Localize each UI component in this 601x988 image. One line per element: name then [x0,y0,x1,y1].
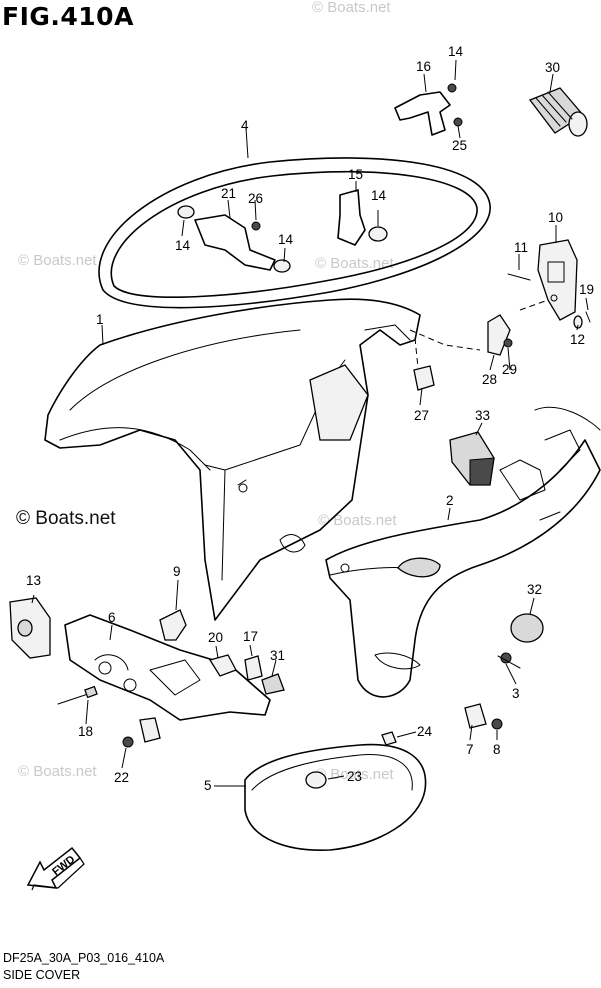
assembly-lines [409,299,549,369]
figure-name: SIDE COVER [3,968,81,982]
figure-title: FIG.410A [2,2,134,31]
callout-14: 14 [371,188,387,203]
callout-25: 25 [452,138,467,153]
small-parts-10-group [507,273,591,329]
callout-numbers: 1 2 3 4 5 6 7 8 9 10 11 12 13 14 14 14 1… [26,44,594,793]
part-33-bracket [449,431,495,486]
watermark: © Boats.net [16,508,116,529]
callout-2: 2 [446,493,454,508]
part-28-bracket [487,314,513,356]
callout-5: 5 [204,778,212,793]
figure-code: DF25A_30A_P03_016_410A [3,951,165,965]
part-30-grommet [528,87,588,137]
callout-15: 15 [348,167,363,182]
fwd-arrow-icon: FWD [26,846,85,891]
part-10-bracket [537,239,578,321]
callout-9: 9 [173,564,181,579]
callout-33: 33 [475,408,490,423]
callout-29: 29 [502,362,517,377]
callout-18: 18 [78,724,93,739]
part-9-clip [159,609,187,641]
part-21-bracket [177,205,291,273]
callout-20: 20 [208,630,223,645]
watermark-group: © Boats.net © Boats.net © Boats.net © Bo… [16,0,397,783]
callout-30: 30 [545,60,560,75]
callout-8: 8 [493,742,501,757]
watermark: © Boats.net [18,252,97,269]
callout-27: 27 [414,408,429,423]
callout-24: 24 [417,724,433,739]
callout-11: 11 [514,240,528,255]
callout-21: 21 [221,186,236,201]
part-13-pad [9,597,51,659]
callout-1: 1 [96,312,104,327]
callout-14: 14 [175,238,191,253]
part-18-sensor [57,685,98,705]
part-20-cushion [208,654,237,677]
callout-3: 3 [512,686,520,701]
watermark: © Boats.net [315,255,394,272]
callout-26: 26 [248,191,263,206]
callout-23: 23 [347,769,362,784]
watermark: © Boats.net [312,0,391,16]
part-31-clip [261,673,285,695]
callout-7: 7 [466,742,474,757]
part-6-lower-rubber [64,614,271,721]
watermark: © Boats.net [18,763,97,780]
part-15-bracket [337,189,388,246]
callout-6: 6 [108,610,116,625]
callout-32: 32 [527,582,542,597]
watermark: © Boats.net [318,512,397,529]
callout-13: 13 [26,573,41,588]
part-2-front-cover [325,406,601,698]
callout-14: 14 [448,44,464,59]
part-27-clip [413,365,435,391]
callout-12: 12 [570,332,585,347]
callout-28: 28 [482,372,497,387]
leader-lines [31,59,589,787]
part-17-collar [244,655,263,681]
part-5-bottom-pad [244,743,427,851]
callout-22: 22 [114,770,129,785]
callout-19: 19 [579,282,594,297]
callout-31: 31 [270,648,285,663]
callout-14: 14 [278,232,294,247]
part-16-bracket [394,83,463,136]
watermark: © Boats.net [315,766,394,783]
part-1-rear-cover [44,298,421,621]
part-4-seal-ring [98,157,491,309]
callout-16: 16 [416,59,431,74]
callout-10: 10 [548,210,563,225]
callout-4: 4 [241,118,249,133]
callout-17: 17 [243,629,258,644]
fastener-group [122,613,544,789]
